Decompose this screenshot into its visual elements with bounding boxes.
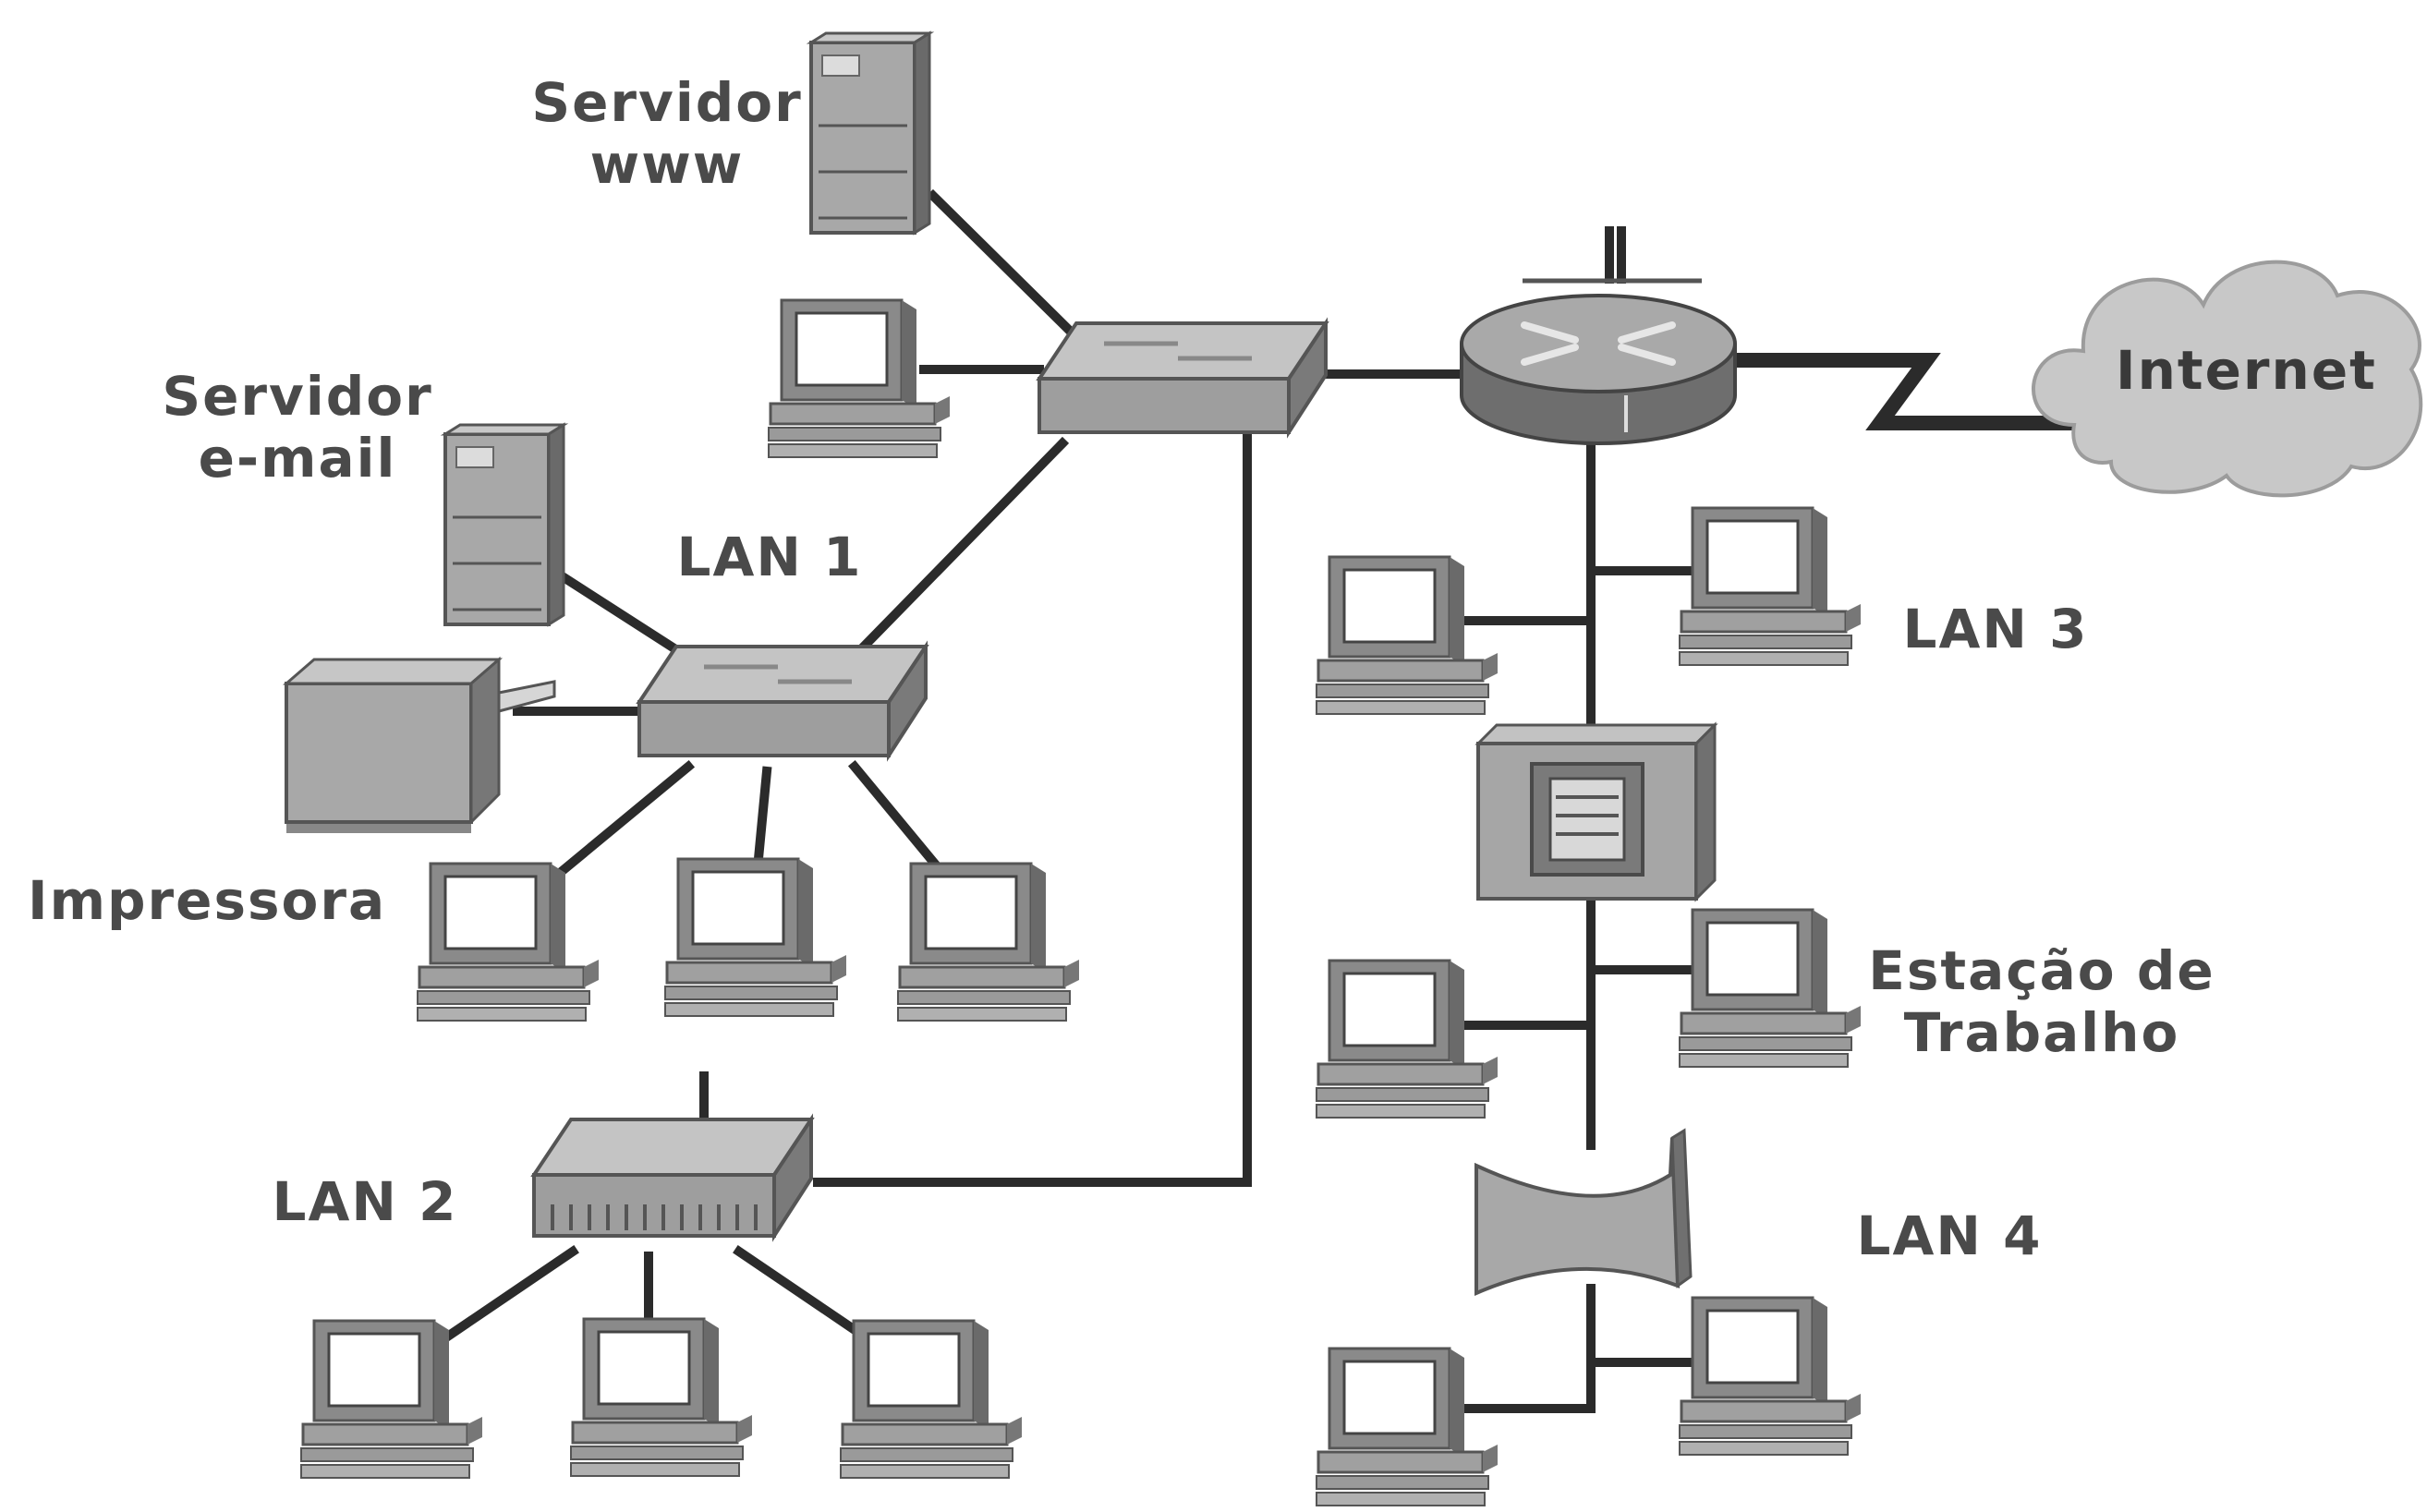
lan1-pc-2-icon bbox=[663, 857, 848, 1018]
lan3-label: LAN 3 bbox=[1902, 598, 2089, 660]
email-server-icon bbox=[443, 423, 565, 626]
lan1-pc-3-icon bbox=[896, 862, 1081, 1022]
lan4-bridge-icon bbox=[1474, 1128, 1693, 1297]
lan4-label: LAN 4 bbox=[1856, 1204, 2043, 1267]
servidor-www-label: Servidor www bbox=[531, 71, 803, 196]
router-icon bbox=[1460, 294, 1737, 445]
estacao-trabalho-label: Estação de Trabalho bbox=[1868, 939, 2215, 1064]
lan3-pc-right-icon bbox=[1678, 506, 1863, 667]
lan2-pc-2-icon bbox=[569, 1317, 754, 1478]
lan2-pc-1-icon bbox=[299, 1319, 484, 1480]
servidor-email-label: Servidor e-mail bbox=[162, 365, 433, 490]
lan4-pc-upper-left-icon bbox=[1315, 959, 1499, 1119]
www-server-icon bbox=[809, 31, 931, 235]
pc-top-icon bbox=[767, 298, 952, 459]
internet-cloud-icon bbox=[2031, 260, 2423, 498]
wan-link bbox=[1737, 353, 2079, 430]
internet-label: Internet bbox=[2116, 339, 2377, 402]
printer-icon bbox=[282, 656, 556, 833]
lan1-switch-icon bbox=[639, 647, 926, 756]
core-switch-icon bbox=[1039, 323, 1326, 432]
lan2-label: LAN 2 bbox=[272, 1170, 458, 1233]
lan4-pc-lower-left-icon bbox=[1315, 1347, 1499, 1507]
impressora-label: Impressora bbox=[28, 869, 387, 932]
connections bbox=[437, 188, 1705, 1413]
lan1-label: LAN 1 bbox=[676, 526, 863, 588]
lan2-pc-3-icon bbox=[839, 1319, 1024, 1480]
lan3-pc-left-icon bbox=[1315, 555, 1499, 716]
firewall-server-icon bbox=[1474, 721, 1718, 902]
workstation-pc-icon bbox=[1678, 908, 1863, 1069]
lan4-pc-lower-right-icon bbox=[1678, 1296, 1863, 1457]
lan1-pc-1-icon bbox=[416, 862, 601, 1022]
lan2-hub-icon bbox=[530, 1113, 815, 1242]
